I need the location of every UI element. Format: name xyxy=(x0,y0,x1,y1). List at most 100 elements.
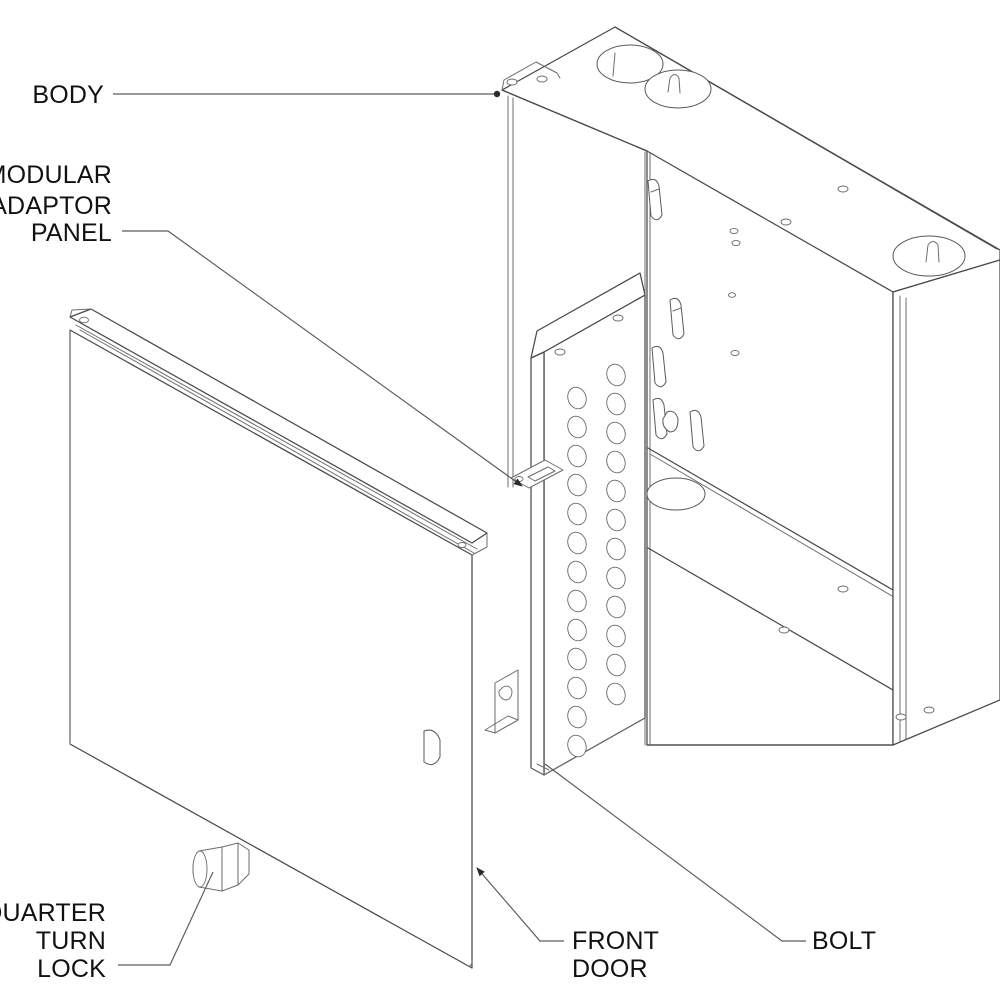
adaptor-slot xyxy=(606,653,626,677)
callout-bolt: BOLT xyxy=(544,763,876,955)
front-door-flange-right-hole xyxy=(457,542,467,548)
body-right-bottom-hole-2 xyxy=(923,706,935,714)
adaptor-slot xyxy=(567,705,587,729)
adaptor-slot xyxy=(606,421,626,445)
adaptor-panel-bottom-fold xyxy=(536,763,550,771)
adaptor-slot xyxy=(606,624,626,648)
callout-quarter-turn-lock: QUARTER TURN LOCK xyxy=(0,871,214,983)
adaptor-slot xyxy=(567,386,587,410)
body-top-corner-hole-1 xyxy=(506,78,518,86)
body-keyhole-slot-2-detail xyxy=(672,307,682,312)
body-keyhole-slot-3 xyxy=(651,345,667,388)
front-door-flange-fold-b xyxy=(79,329,475,554)
adaptor-panel-leader-line xyxy=(122,230,523,487)
body-lower-hole-1 xyxy=(778,626,790,634)
adaptor-slot xyxy=(567,531,587,555)
part-modular-adaptor-panel xyxy=(484,272,646,776)
adaptor-panel-top-flange xyxy=(530,272,646,359)
body-back-knockout-large xyxy=(646,477,706,511)
part-body xyxy=(501,26,1000,746)
bracket-lower-keyhole xyxy=(498,685,513,701)
callout-label-adaptor-line3: PANEL xyxy=(31,219,112,247)
callout-label-adaptor-line1: MODULAR xyxy=(0,161,112,189)
body-top-corner-hole-2 xyxy=(536,75,548,83)
adaptor-slot xyxy=(567,647,587,671)
quarter-turn-lock-leader-line xyxy=(118,871,214,966)
body-top-flange-lip xyxy=(501,89,648,152)
callout-modular-adaptor-panel: MODULAR ADAPTOR PANEL xyxy=(0,161,523,487)
body-top-left-corner-notch xyxy=(501,61,561,91)
body-right-bottom-hole-1 xyxy=(895,713,907,721)
front-door-corner-hole xyxy=(79,316,89,324)
adaptor-slot xyxy=(567,444,587,468)
adaptor-panel-left-flange xyxy=(530,351,545,776)
bracket-hole xyxy=(514,476,524,482)
bracket-slot xyxy=(527,466,556,482)
callout-label-lock-line1: QUARTER xyxy=(0,899,106,927)
callout-front-door: FRONT DOOR xyxy=(476,867,659,983)
adaptor-slot xyxy=(606,479,626,503)
front-door-flange-fold-a xyxy=(75,324,478,550)
callout-body: BODY xyxy=(32,81,501,109)
body-top-flange-hole-1 xyxy=(837,185,849,193)
body-back-hole-3 xyxy=(730,349,740,357)
adaptor-panel-bottom-edge xyxy=(530,717,646,776)
bolt-leader-line xyxy=(544,763,806,942)
body-back-hole-2 xyxy=(728,292,736,298)
adaptor-slot xyxy=(606,363,626,387)
body-rail-upper-edge-inner xyxy=(649,453,893,597)
adaptor-slot xyxy=(567,618,587,642)
adaptor-panel-slot-column-left xyxy=(567,386,587,758)
body-lower-fold-line xyxy=(647,547,894,691)
front-door-lock-keyway xyxy=(423,729,441,766)
body-keyhole-slot-4 xyxy=(652,397,668,440)
body-top-flange-back-edge xyxy=(614,26,998,250)
adaptor-slot xyxy=(567,676,587,700)
body-right-side-panel xyxy=(892,259,1000,746)
body-top-flange-hole-3 xyxy=(731,239,741,247)
callout-label-body: BODY xyxy=(32,81,104,109)
body-keyhole-slot-1-detail xyxy=(650,188,660,193)
body-leader-dot xyxy=(493,90,501,98)
adaptor-slot xyxy=(606,537,626,561)
adaptor-panel-top-hole-1 xyxy=(554,348,566,356)
body-top-flange-hole-2 xyxy=(780,218,792,226)
front-door-bottom-corner xyxy=(465,960,473,967)
adaptor-slot xyxy=(567,560,587,584)
adaptor-slot xyxy=(567,502,587,526)
body-rail-upper-edge xyxy=(647,447,894,591)
adaptor-slot xyxy=(606,508,626,532)
part-quarter-turn-lock xyxy=(192,842,250,892)
body-top-knockout-2 xyxy=(644,69,712,109)
body-top-knockout-3-tab xyxy=(925,241,940,263)
adaptor-slot xyxy=(567,473,587,497)
bracket-lower-foot xyxy=(484,715,519,734)
adaptor-slot xyxy=(567,589,587,613)
body-keyhole-slot-5 xyxy=(689,409,705,452)
body-top-knockout-2-tab xyxy=(667,74,681,94)
callout-label-front-door-line2: DOOR xyxy=(572,955,648,983)
adaptor-slot xyxy=(567,734,587,758)
body-keyhole-teardrop xyxy=(662,410,679,433)
body-top-knockout-1-tab xyxy=(612,52,616,77)
adaptor-slot xyxy=(606,450,626,474)
adaptor-panel-top-hole-2 xyxy=(612,314,624,322)
adaptor-panel-face xyxy=(543,294,646,776)
front-door-leader-line xyxy=(476,867,564,942)
part-front-door xyxy=(69,308,488,969)
adaptor-slot xyxy=(606,682,626,706)
body-top-knockout-3 xyxy=(892,235,966,277)
adaptor-panel-slot-column-right xyxy=(606,363,626,706)
lock-barrel-front-face xyxy=(192,850,208,888)
body-back-hole-1 xyxy=(729,227,739,235)
body-lower-hole-2 xyxy=(837,585,849,593)
callout-label-adaptor-line2: ADAPTOR xyxy=(0,192,112,220)
callout-label-lock-line3: LOCK xyxy=(37,955,106,983)
adaptor-slot xyxy=(567,415,587,439)
callout-label-bolt: BOLT xyxy=(812,927,876,955)
lock-hex-head xyxy=(221,842,250,892)
adaptor-slot xyxy=(606,566,626,590)
adaptor-panel-mounting-bracket-lower xyxy=(484,669,519,734)
